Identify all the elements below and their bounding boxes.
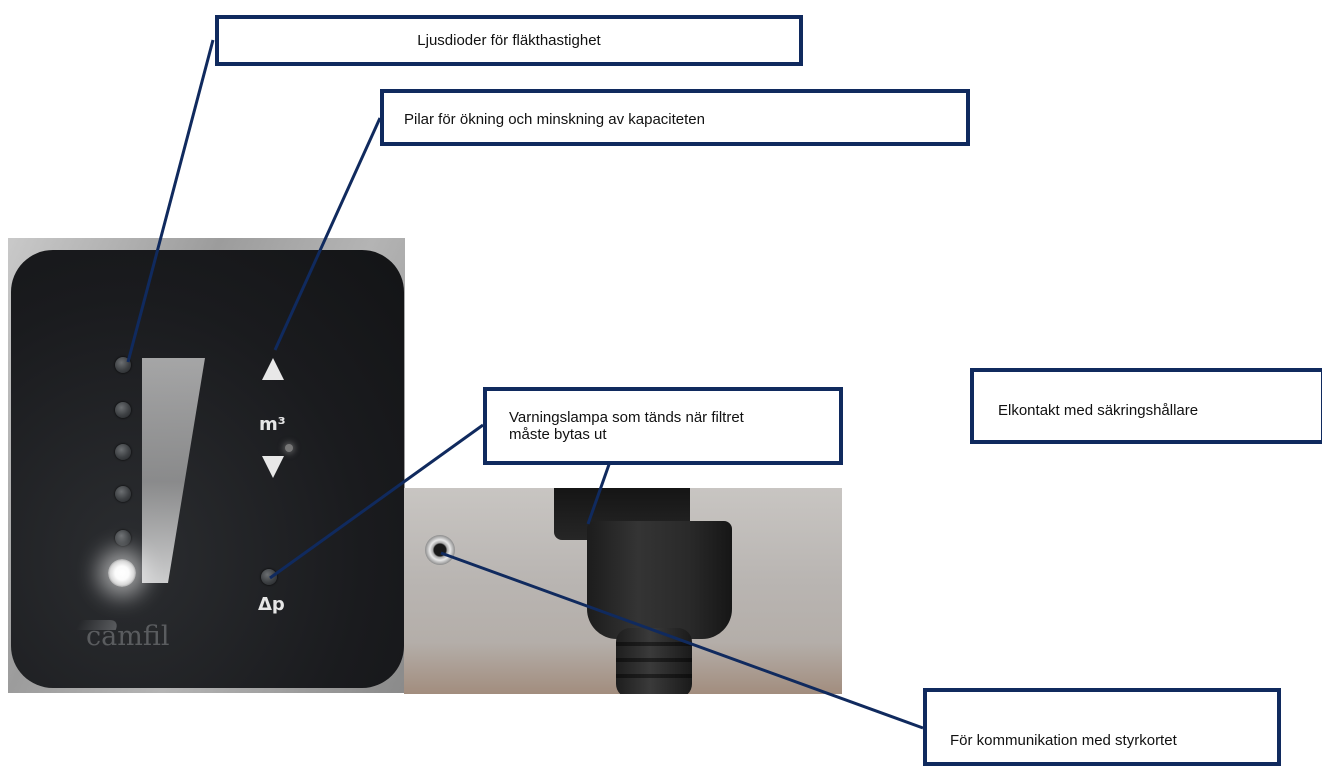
fan-speed-led-2 xyxy=(115,402,131,418)
callout-capacity-arrows: Pilar för ökning och minskning av kapaci… xyxy=(380,89,970,146)
flow-label: m³ xyxy=(259,414,286,435)
fan-speed-led-1 xyxy=(115,357,131,373)
power-plug xyxy=(587,521,732,639)
increase-arrow-icon xyxy=(262,358,284,380)
connector-photo xyxy=(404,488,842,694)
fan-speed-led-6-lit xyxy=(108,559,136,587)
callout-fan-speed-leds: Ljusdioder för fläkthastighet xyxy=(215,15,803,66)
fan-speed-led-4 xyxy=(115,486,131,502)
callout-communication-port: För kommunikation med styrkortet xyxy=(923,688,1281,766)
power-cable-neck xyxy=(616,628,692,694)
pressure-label: Δp xyxy=(258,594,285,615)
flow-indicator-glow xyxy=(285,444,293,452)
filter-warning-led xyxy=(261,569,277,585)
communication-jack xyxy=(425,535,455,565)
brand-logo: camfil xyxy=(86,621,170,652)
fan-speed-led-5 xyxy=(115,530,131,546)
decrease-arrow-icon xyxy=(262,456,284,478)
control-panel-face xyxy=(11,250,404,688)
control-panel-photo: m³ Δp camfil xyxy=(8,238,405,693)
callout-filter-warning-lamp: Varningslampa som tänds när filtret måst… xyxy=(483,387,843,465)
fan-speed-led-3 xyxy=(115,444,131,460)
callout-power-socket: Elkontakt med säkringshållare xyxy=(970,368,1322,444)
